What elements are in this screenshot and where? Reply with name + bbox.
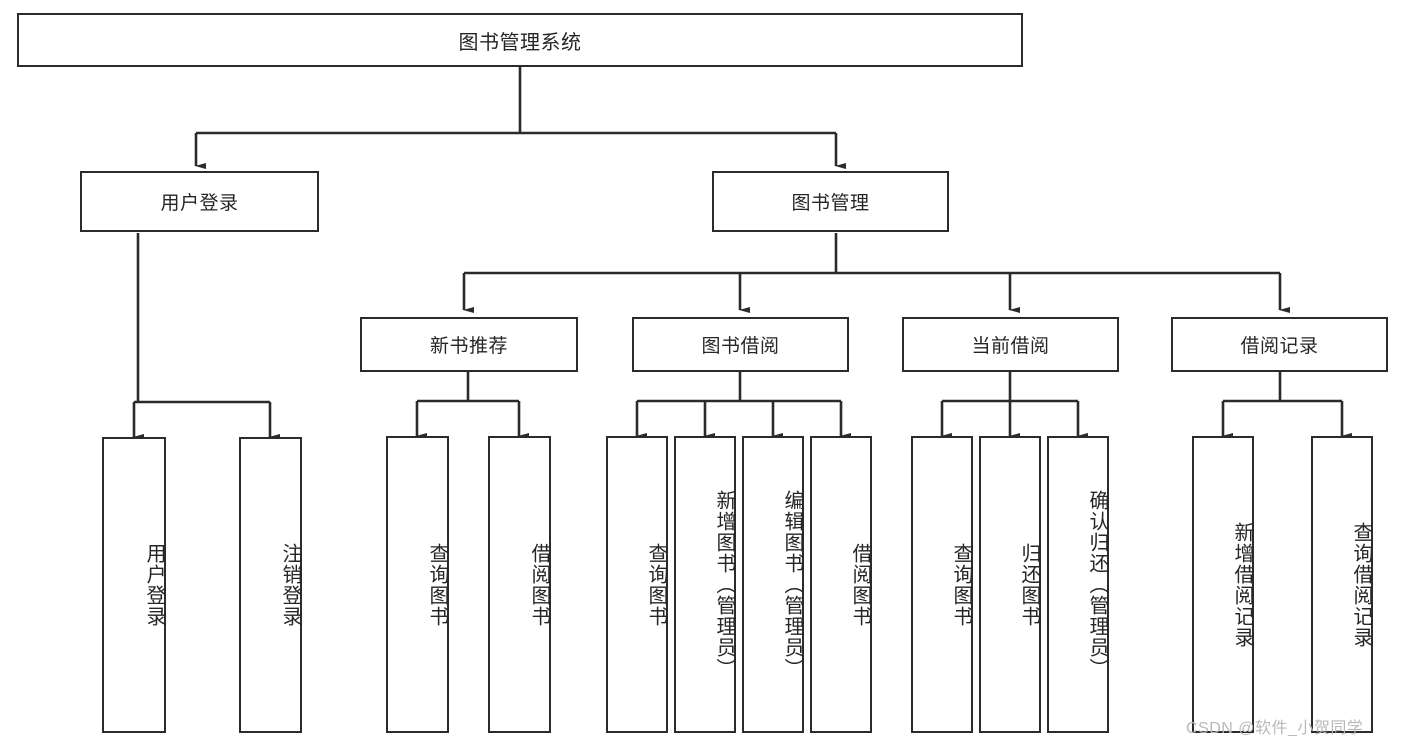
leaf-confirm-return[interactable]: 确认归还（管理员） bbox=[1047, 436, 1109, 733]
leaf-add-record[interactable]: 新增借阅记录 bbox=[1192, 436, 1254, 733]
leaf-add-book-label: 新增图书（管理员） bbox=[713, 490, 735, 679]
node-current-borrow[interactable]: 当前借阅 bbox=[902, 317, 1119, 372]
leaf-add-record-label: 新增借阅记录 bbox=[1231, 521, 1253, 648]
leaf-query-book-3-label: 查询图书 bbox=[950, 542, 972, 627]
leaf-query-book-1[interactable]: 查询图书 bbox=[386, 436, 449, 733]
leaf-borrow-book-2[interactable]: 借阅图书 bbox=[810, 436, 872, 733]
leaf-edit-book[interactable]: 编辑图书（管理员） bbox=[742, 436, 804, 733]
node-user-login-label: 用户登录 bbox=[160, 193, 239, 214]
node-book-borrow-label: 图书借阅 bbox=[701, 336, 780, 357]
node-user-login[interactable]: 用户登录 bbox=[80, 171, 319, 232]
node-new-book-recommend-label: 新书推荐 bbox=[429, 336, 508, 357]
leaf-edit-book-label: 编辑图书（管理员） bbox=[781, 490, 803, 679]
node-borrow-record[interactable]: 借阅记录 bbox=[1171, 317, 1388, 372]
leaf-query-book-1-label: 查询图书 bbox=[426, 542, 448, 627]
leaf-query-book-2[interactable]: 查询图书 bbox=[606, 436, 668, 733]
csdn-watermark: CSDN @软件_小贺同学 bbox=[1186, 720, 1364, 737]
node-book-borrow[interactable]: 图书借阅 bbox=[632, 317, 849, 372]
leaf-user-login-label: 用户登录 bbox=[143, 543, 165, 627]
leaf-confirm-return-label: 确认归还（管理员） bbox=[1086, 490, 1108, 679]
leaf-query-record-label: 查询借阅记录 bbox=[1350, 521, 1372, 648]
node-current-borrow-label: 当前借阅 bbox=[971, 336, 1050, 357]
node-borrow-record-label: 借阅记录 bbox=[1240, 336, 1319, 357]
leaf-logout-login[interactable]: 注销登录 bbox=[239, 437, 302, 733]
leaf-logout-login-label: 注销登录 bbox=[279, 543, 301, 627]
node-new-book-recommend[interactable]: 新书推荐 bbox=[360, 317, 578, 372]
node-book-manage[interactable]: 图书管理 bbox=[712, 171, 949, 232]
leaf-user-login[interactable]: 用户登录 bbox=[102, 437, 166, 733]
leaf-return-book-label: 归还图书 bbox=[1018, 542, 1040, 627]
leaf-return-book[interactable]: 归还图书 bbox=[979, 436, 1041, 733]
leaf-query-record[interactable]: 查询借阅记录 bbox=[1311, 436, 1373, 733]
leaf-query-book-3[interactable]: 查询图书 bbox=[911, 436, 973, 733]
node-root[interactable]: 图书管理系统 bbox=[17, 13, 1023, 67]
leaf-query-book-2-label: 查询图书 bbox=[645, 542, 667, 627]
leaf-borrow-book-1[interactable]: 借阅图书 bbox=[488, 436, 551, 733]
node-book-manage-label: 图书管理 bbox=[791, 193, 870, 214]
leaf-borrow-book-2-label: 借阅图书 bbox=[849, 542, 871, 627]
leaf-borrow-book-1-label: 借阅图书 bbox=[528, 542, 550, 627]
node-root-label: 图书管理系统 bbox=[458, 31, 582, 54]
leaf-add-book[interactable]: 新增图书（管理员） bbox=[674, 436, 736, 733]
